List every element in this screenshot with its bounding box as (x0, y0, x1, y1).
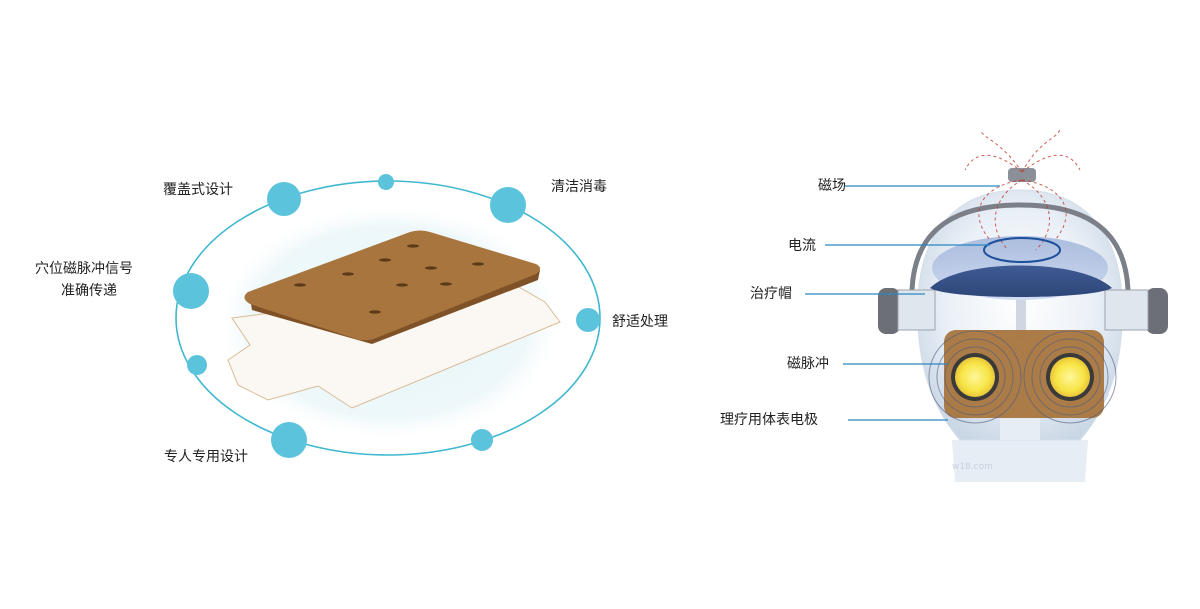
label-magnetic-field: 磁场 (818, 178, 846, 194)
label-therapy-cap: 治疗帽 (750, 286, 792, 302)
dot-bottom-small (471, 429, 493, 451)
watermark: w18.com (952, 462, 993, 472)
label-acupoint-line1: 穴位磁脉冲信号 (35, 261, 133, 277)
ring-dots (173, 174, 600, 458)
label-personal-design: 专人专用设计 (164, 449, 248, 465)
leader-lines (805, 185, 1000, 421)
dot-personal (271, 422, 307, 458)
label-clean-disinfect: 清洁消毒 (551, 179, 607, 195)
dot-cover-design (267, 182, 301, 216)
label-electrode: 理疗用体表电极 (720, 412, 818, 428)
label-acupoint-line2: 准确传递 (61, 283, 117, 299)
label-cover-design: 覆盖式设计 (163, 182, 233, 198)
label-current: 电流 (788, 238, 816, 254)
dot-top-small (378, 174, 394, 190)
dot-left-small (187, 355, 207, 375)
label-magnetic-pulse: 磁脉冲 (787, 356, 829, 372)
label-comfort: 舒适处理 (612, 314, 668, 330)
dot-clean (490, 187, 526, 223)
pad-points (294, 244, 484, 314)
dot-acupoint (173, 273, 209, 309)
electrode-pad (244, 230, 540, 341)
dot-comfort (576, 308, 600, 332)
head-illustration (878, 129, 1168, 482)
